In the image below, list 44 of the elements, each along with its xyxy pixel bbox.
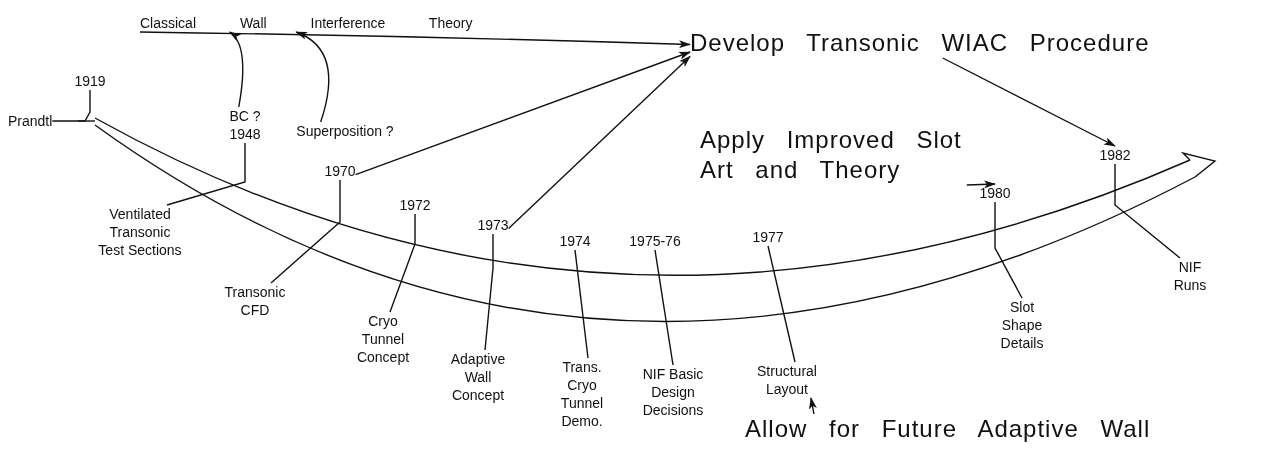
leader-line [767,245,796,363]
goal-heading: Develop Transonic WIAC Procedure [690,28,1150,58]
milestone-label: Ventilated Transonic Test Sections [95,205,185,259]
year-label: 1982 [1099,146,1131,164]
leader-line [270,179,341,284]
year-label: 1975-76 [629,232,681,250]
milestone-label: Cryo Tunnel Concept [348,312,418,366]
arrow [809,397,817,415]
milestone-label: Transonic CFD [215,283,295,319]
arrow [942,57,1116,147]
arrow [295,31,330,123]
year-label: 1972 [399,196,431,214]
leader-line [654,249,674,366]
year-label: 1970 [324,162,356,180]
milestone-label: Slot Shape Details [992,298,1052,352]
leader-line [484,233,494,351]
goal-heading: Allow for Future Adaptive Wall [745,414,1151,444]
year-label: 1977 [752,228,784,246]
arrow [139,31,691,49]
milestone-label: NIF Basic Design Decisions [638,365,708,419]
leader-line [994,201,1023,299]
question-label: Superposition ? [296,122,394,140]
arrow [966,180,996,189]
year-label: 1919 [74,72,106,90]
question-label: BC ? [229,107,261,125]
milestone-label: Structural Layout [747,362,827,398]
leader-line [1114,163,1181,259]
arrow [507,55,691,230]
leader-line [51,89,91,122]
arrow [354,51,691,176]
leader-line [166,142,246,206]
year-label: 1948 [229,125,261,143]
theory-label: Classical Wall Interference Theory [140,14,473,32]
goal-heading: Apply Improved Slot Art and Theory [700,125,990,185]
year-label: 1973 [477,216,509,234]
milestone-label: Trans. Cryo Tunnel Demo. [552,358,612,430]
arrow [228,31,244,108]
year-label: 1980 [979,184,1011,202]
milestone-label: NIF Runs [1165,258,1215,294]
name-label: Prandtl [8,112,53,130]
leader-line [574,249,589,359]
milestone-label: Adaptive Wall Concept [443,350,513,404]
year-label: 1974 [559,232,591,250]
leader-line [389,213,416,313]
